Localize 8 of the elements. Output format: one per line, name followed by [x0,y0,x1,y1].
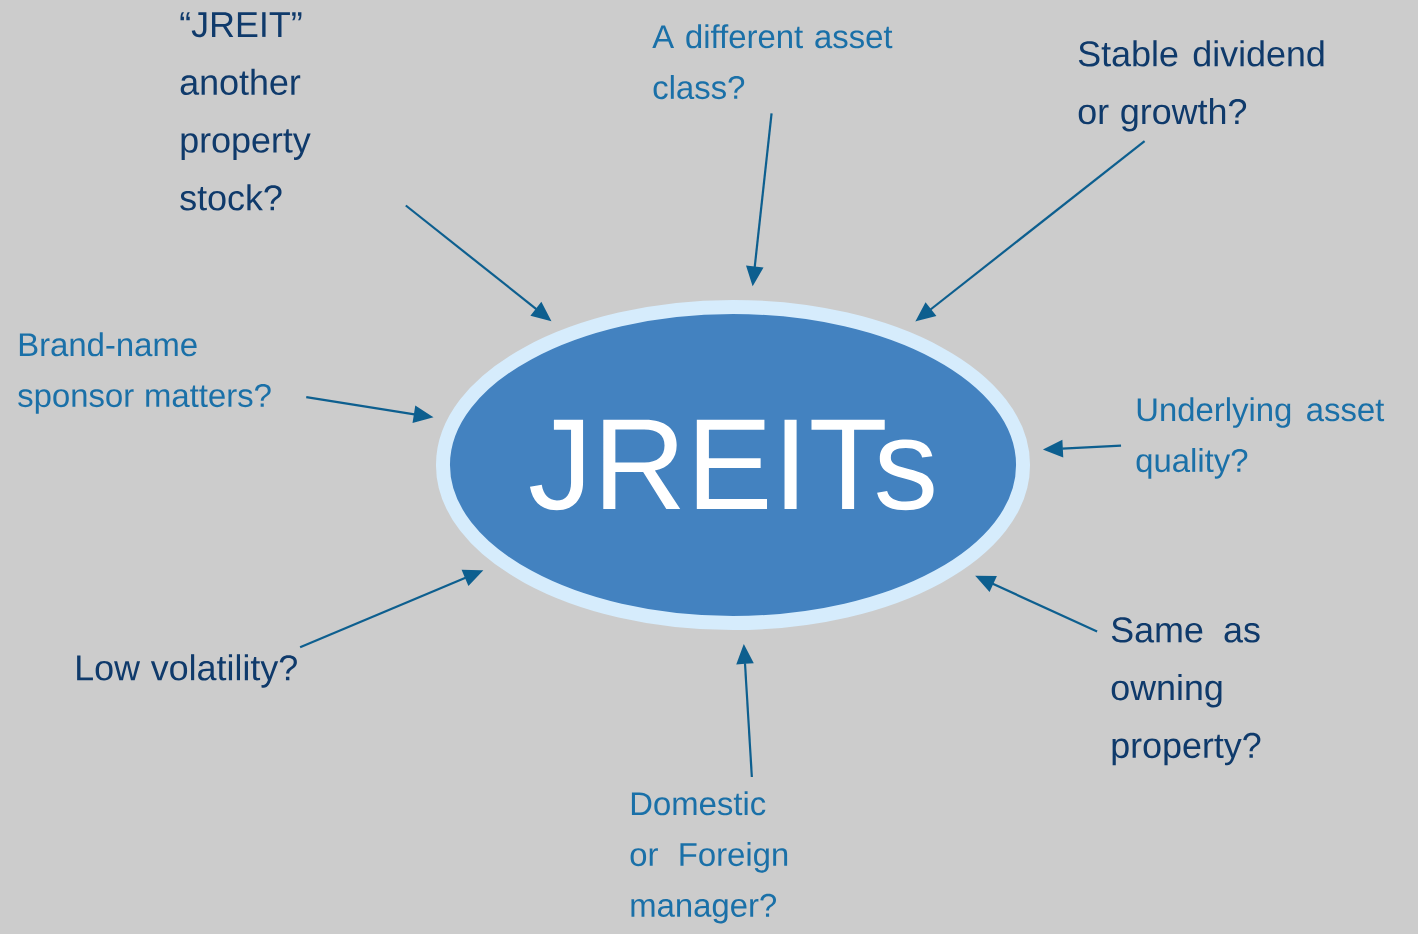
question-text: Domestic or Foreign manager? [630,791,788,924]
question-text: Same as owning property? [1111,617,1261,766]
question-text: Stable dividend or growth? [1078,40,1324,132]
question-text: Brand-name sponsor matters? [18,332,271,414]
question-text: Low volatility? [77,654,297,688]
question-text: Underlying asset quality? [1136,397,1385,479]
question-text: A different asset class? [652,24,893,100]
question-text: “JREIT” another property stock? [180,12,311,211]
